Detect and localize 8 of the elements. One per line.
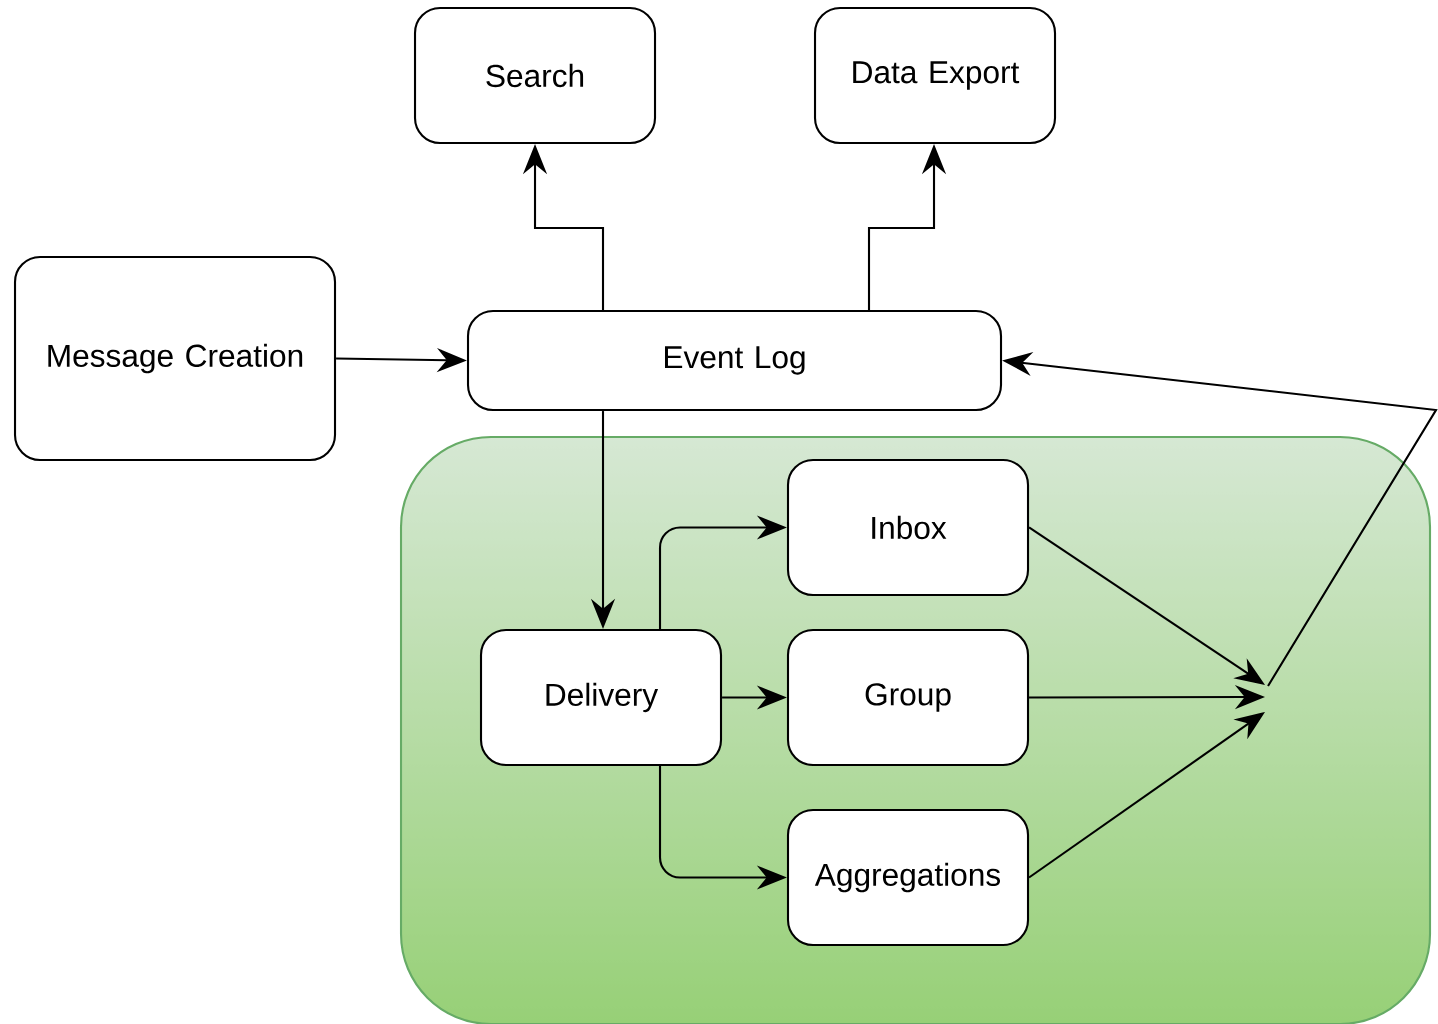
process-box: Aggregations [786,808,1030,947]
process-box: Group [786,628,1030,767]
process-box: Search [413,6,657,145]
process-box: Message Creation [13,255,337,462]
process-box: Data Export [813,6,1057,145]
process-box: Event Log [466,309,1003,412]
process-box: Inbox [786,458,1030,597]
process-box: Delivery [479,628,723,767]
